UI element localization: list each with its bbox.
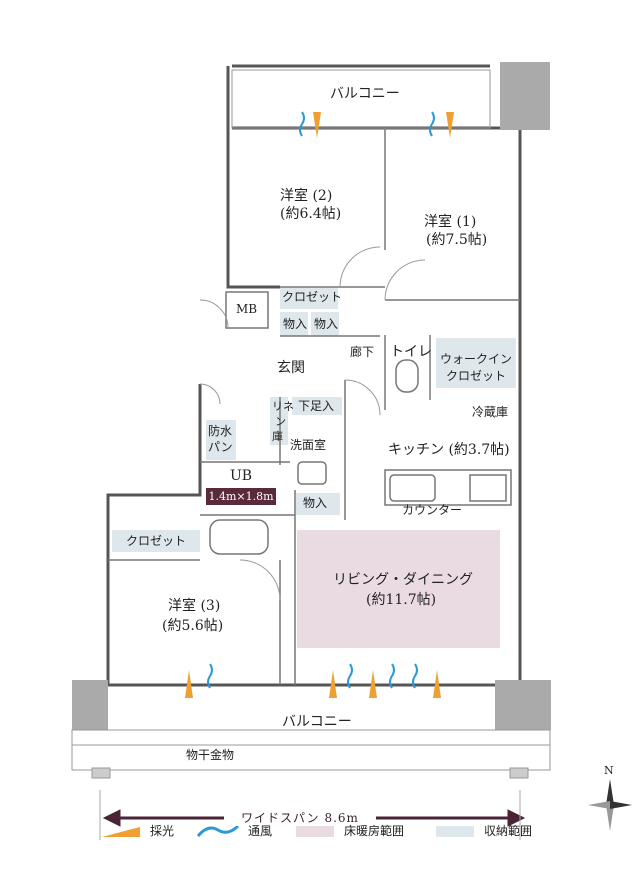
doors <box>199 246 426 601</box>
wind-markers <box>207 111 435 689</box>
bedroom2-name: 洋室 (2) <box>280 188 333 204</box>
light-legend-icon <box>102 827 140 837</box>
inner-walls <box>108 128 520 685</box>
fridge-label: 冷蔵庫 <box>472 405 509 419</box>
laundry-label: 物干金物 <box>186 748 235 762</box>
bedroom1-name: 洋室 (1) <box>424 214 477 230</box>
linen-label-3: 庫 <box>272 430 283 443</box>
ub-size-badge: 1.4m×1.8m <box>206 488 276 505</box>
kitchen-label: キッチン (約3.7帖) <box>388 442 510 458</box>
corridor-label: 廊下 <box>350 345 375 359</box>
bedroom2-size: (約6.4帖) <box>280 206 342 222</box>
linen-label-2: ン <box>275 415 286 428</box>
balcony-rails <box>71 69 551 779</box>
wind-legend-label: 通風 <box>248 824 273 838</box>
living-label-1: リビング・ダイニング <box>333 572 473 588</box>
storage-c-label: 物入 <box>303 496 328 510</box>
shoe-storage-label: 下足入 <box>298 399 335 413</box>
waterproof-label-2: パン <box>208 440 233 454</box>
compass-north-label: N <box>604 764 614 777</box>
light-legend-label: 採光 <box>150 824 175 838</box>
bedroom3-name: 洋室 (3) <box>168 598 221 614</box>
living-label-2: (約11.7帖) <box>366 592 437 608</box>
counter-label: カウンター <box>402 503 463 517</box>
compass-icon <box>588 779 632 831</box>
storage-legend-swatch <box>436 826 474 837</box>
heating-legend-label: 床暖房範囲 <box>344 824 405 838</box>
storage-b-label: 物入 <box>314 317 339 331</box>
closet-top-label: クロゼット <box>282 290 343 304</box>
wide-span-label: ワイドスパン 8.6m <box>224 809 376 826</box>
balcony-bottom-label: バルコニー <box>282 714 352 730</box>
storage-a-label: 物入 <box>283 317 308 331</box>
storage-areas <box>112 287 516 552</box>
closet-left-label: クロゼット <box>126 534 187 548</box>
toilet-label: トイレ <box>390 344 432 360</box>
bedroom1-size: (約7.5帖) <box>426 232 488 248</box>
bedroom3-size: (約5.6帖) <box>162 618 224 634</box>
storage-legend-label: 収納範囲 <box>484 824 533 838</box>
walkin-label-2: クロゼット <box>446 369 507 383</box>
ub-label: UB <box>230 468 253 484</box>
wind-legend-icon <box>196 824 240 837</box>
mb-label: MB <box>236 302 258 316</box>
floor-heating-area <box>297 530 500 648</box>
walkin-label-1: ウォークイン <box>440 352 513 366</box>
waterproof-label-1: 防水 <box>208 424 233 438</box>
columns <box>72 62 551 730</box>
light-markers <box>185 112 454 698</box>
linen-label-1: リネ <box>272 400 294 413</box>
balcony-top-label: バルコニー <box>330 86 400 102</box>
heating-legend-swatch <box>296 826 334 837</box>
washroom-label: 洗面室 <box>290 438 327 452</box>
entrance-label: 玄関 <box>277 360 305 376</box>
